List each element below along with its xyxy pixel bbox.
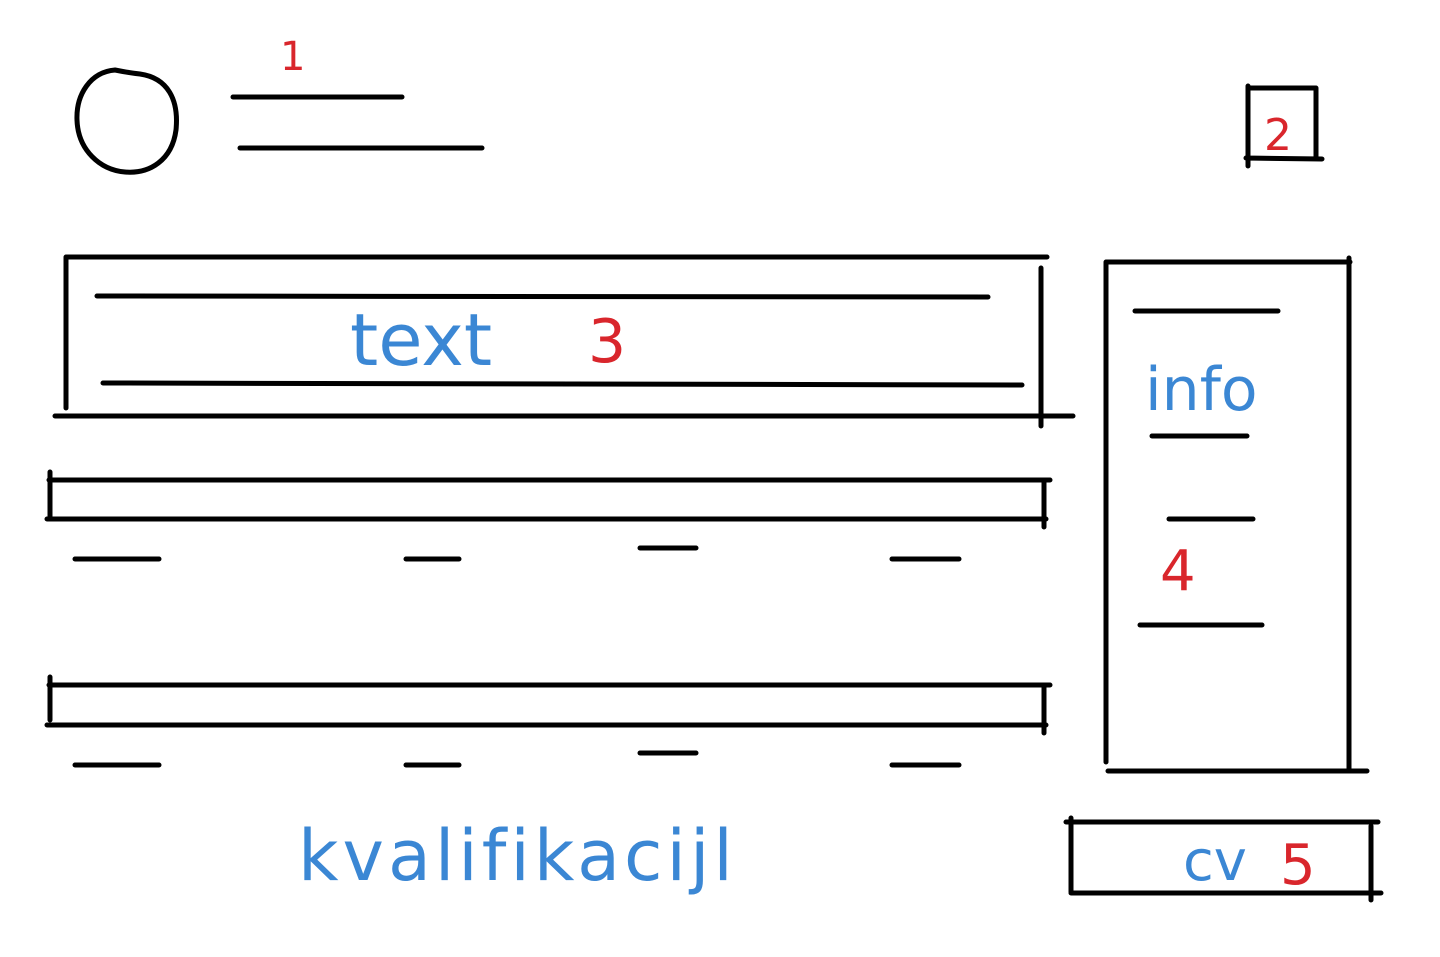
main-banner-line-top: [94, 293, 991, 300]
info-panel-title: info: [1145, 355, 1258, 425]
content-bar-1: [44, 469, 1053, 562]
qualifications-label: kvalifikacijl: [298, 815, 737, 897]
cv-button-label: cv: [1183, 829, 1247, 894]
top-right-box-frame[interactable]: [1243, 83, 1325, 169]
content-bar-1-frame: [44, 469, 1053, 530]
content-bar-2: [44, 674, 1053, 768]
main-banner-marker: 3: [588, 307, 626, 377]
header: 1: [74, 34, 485, 175]
avatar-icon[interactable]: [74, 67, 179, 175]
cv-button[interactable]: cv 5: [1063, 815, 1384, 903]
top-right-box[interactable]: 2: [1243, 83, 1325, 169]
main-banner: text 3: [52, 254, 1076, 429]
cv-button-marker: 5: [1280, 833, 1316, 898]
header-marker: 1: [280, 34, 305, 80]
top-right-box-marker: 2: [1264, 110, 1292, 161]
main-banner-line-bottom: [100, 380, 1025, 388]
info-panel-marker: 4: [1160, 539, 1196, 604]
cv-button-frame[interactable]: [1063, 815, 1384, 903]
info-panel: info 4: [1103, 255, 1370, 774]
main-banner-frame: [52, 254, 1076, 429]
info-panel-frame: [1103, 255, 1370, 774]
main-banner-label: text: [350, 298, 492, 382]
content-bar-2-frame: [44, 674, 1053, 736]
